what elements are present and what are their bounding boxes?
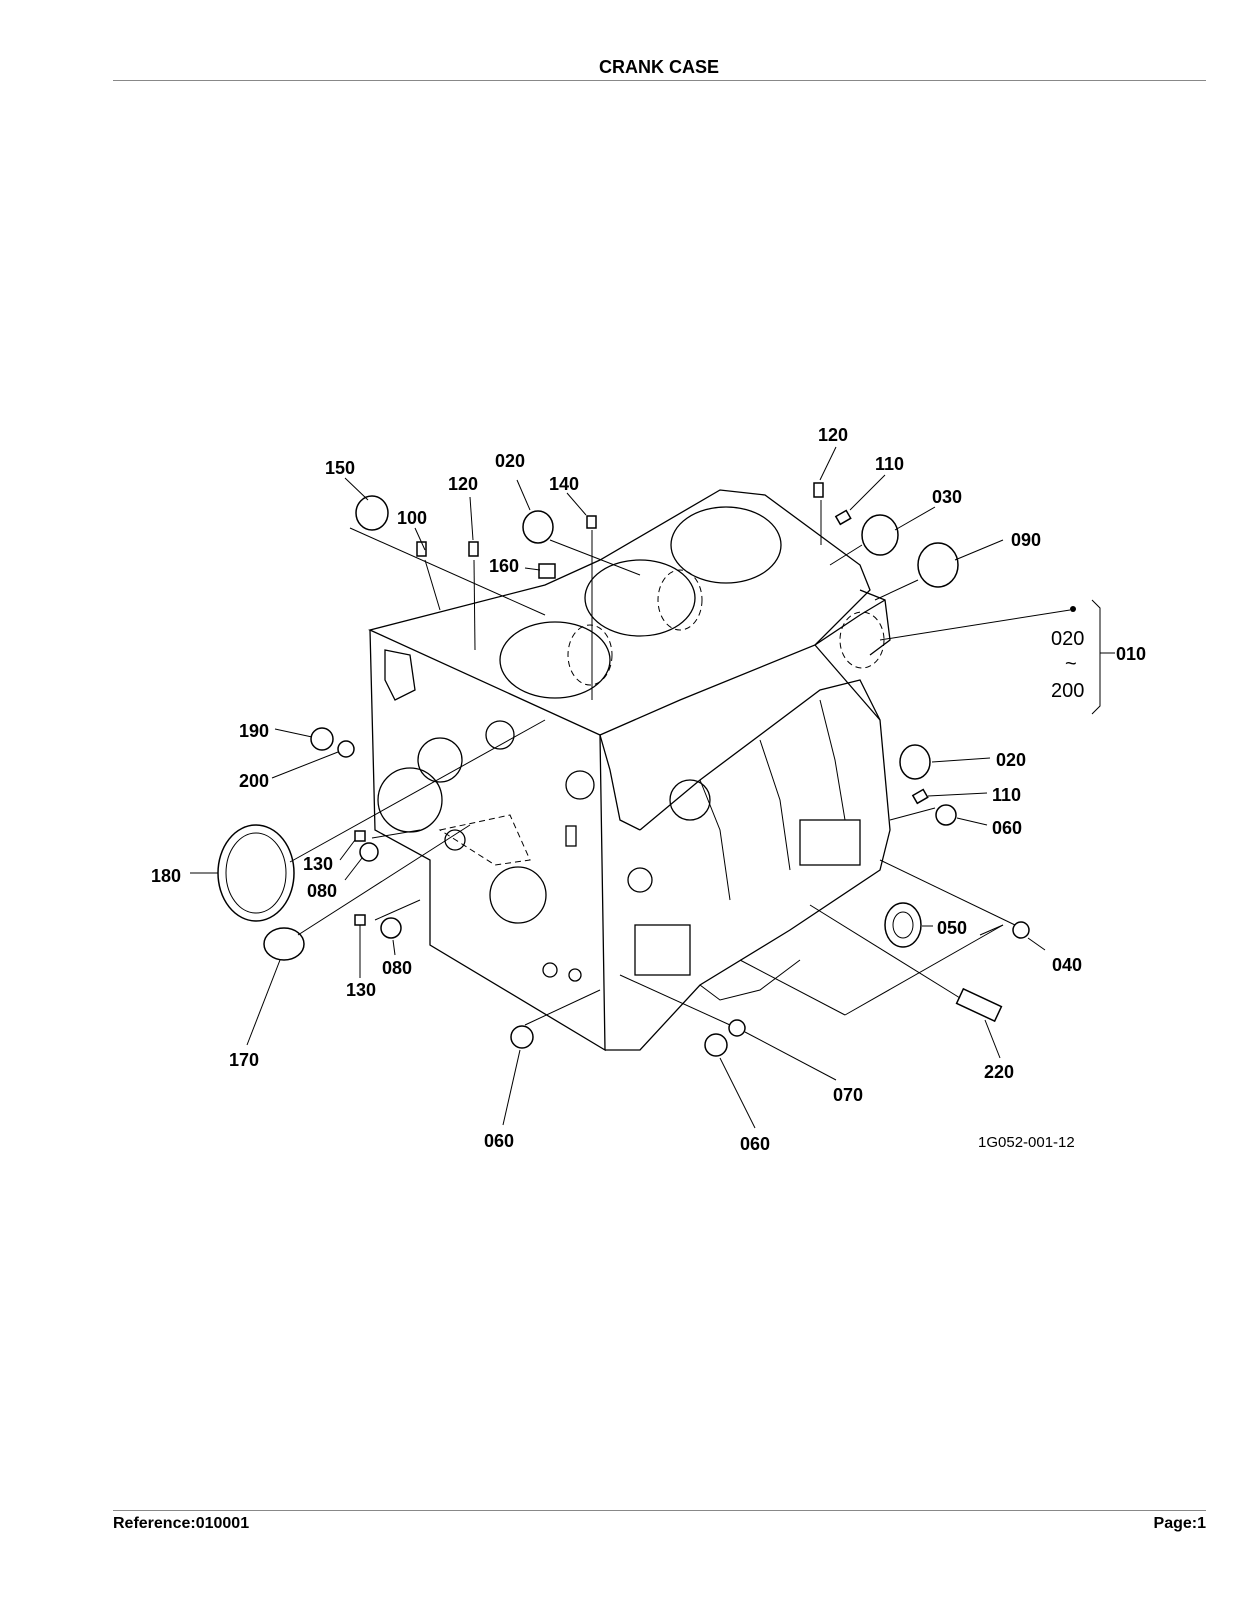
page-title: CRANK CASE (598, 57, 719, 77)
callout-170: 170 (229, 1050, 259, 1070)
callout-060-left: 060 (484, 1131, 514, 1151)
callout-040: 040 (1052, 955, 1082, 975)
reference-label: Reference:010001 (113, 1515, 250, 1532)
callout-220: 220 (984, 1062, 1014, 1082)
callout-100: 100 (397, 508, 427, 528)
callout-060-right: 060 (992, 818, 1022, 838)
crank-case-block (368, 489, 891, 1052)
callout-020-top: 020 (495, 451, 525, 471)
callout-160: 160 (489, 556, 519, 576)
callout-190: 190 (239, 721, 269, 741)
callout-labels: 150 100 120 020 140 160 120 110 030 090 … (151, 425, 1146, 1154)
callout-110-top: 110 (875, 454, 904, 474)
header-rule (113, 80, 1206, 81)
range-to: 200 (1051, 680, 1084, 702)
leader-lines (190, 446, 1115, 1129)
callout-200: 200 (239, 771, 269, 791)
callout-120-right: 120 (818, 425, 848, 445)
callout-020-right: 020 (996, 750, 1026, 770)
range-tilde: ~ (1065, 653, 1077, 675)
page-number: Page:1 (1153, 1515, 1206, 1532)
callout-050: 050 (937, 918, 967, 938)
callout-180: 180 (151, 866, 181, 886)
callout-110-right: 110 (992, 785, 1021, 805)
callout-080-upper: 080 (307, 881, 337, 901)
callout-130-upper: 130 (303, 854, 333, 874)
range-from: 020 (1051, 628, 1084, 650)
drawing-code: 1G052-001-12 (978, 1134, 1075, 1151)
callout-150: 150 (325, 458, 355, 478)
callout-030: 030 (932, 487, 962, 507)
callout-070: 070 (833, 1085, 863, 1105)
callout-090: 090 (1011, 530, 1041, 550)
part-shapes (217, 482, 1076, 1057)
callout-060-bottom: 060 (740, 1134, 770, 1154)
footer-rule (113, 1510, 1206, 1511)
callout-010: 010 (1116, 644, 1146, 664)
callout-080-lower: 080 (382, 958, 412, 978)
callout-120-left: 120 (448, 474, 478, 494)
callout-130-lower: 130 (346, 980, 376, 1000)
callout-140: 140 (549, 474, 579, 494)
